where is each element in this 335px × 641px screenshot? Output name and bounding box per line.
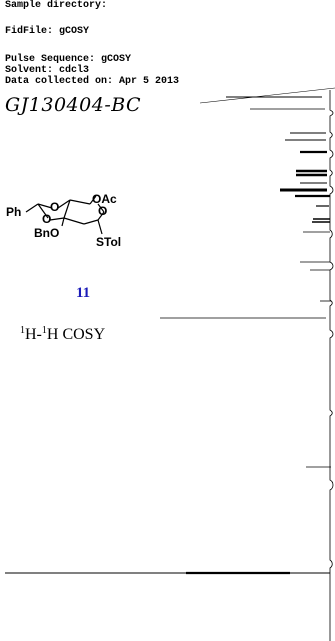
experiment-sup-2: 1: [41, 325, 47, 336]
compound-number: 11: [76, 285, 91, 301]
sample-directory-label: Sample directory:: [5, 0, 108, 11]
chemical-structure: Ph O O OAc BnO O STol: [6, 192, 121, 249]
experiment-title: 1H-1H COSY: [20, 325, 105, 344]
pulse-sequence-label: Pulse Sequence: gCOSY: [5, 54, 132, 65]
experiment-part-2: H COSY: [46, 326, 106, 343]
structure-label-o3: O: [98, 204, 107, 218]
structure-label-o2: O: [42, 212, 51, 226]
structure-label-o1: O: [50, 200, 59, 214]
diagonal-line: [199, 87, 335, 104]
experiment-part-1: H-: [25, 326, 42, 343]
fidfile-label: FidFile: gCOSY: [5, 26, 90, 37]
solvent-label: Solvent: cdcl3: [5, 65, 90, 76]
vertical-projection-trace: [329, 90, 334, 641]
handwritten-sample-id: GJ130404-BC: [5, 94, 142, 116]
structure-label-ph: Ph: [6, 205, 21, 219]
data-collected-label: Data collected on: Apr 5 2013: [5, 76, 180, 87]
experiment-sup-1: 1: [20, 325, 25, 336]
structure-label-oac: OAc: [92, 192, 117, 206]
structure-label-stol: STol: [96, 235, 121, 249]
cross-peaks: [5, 96, 331, 575]
structure-label-bno: BnO: [34, 226, 59, 240]
